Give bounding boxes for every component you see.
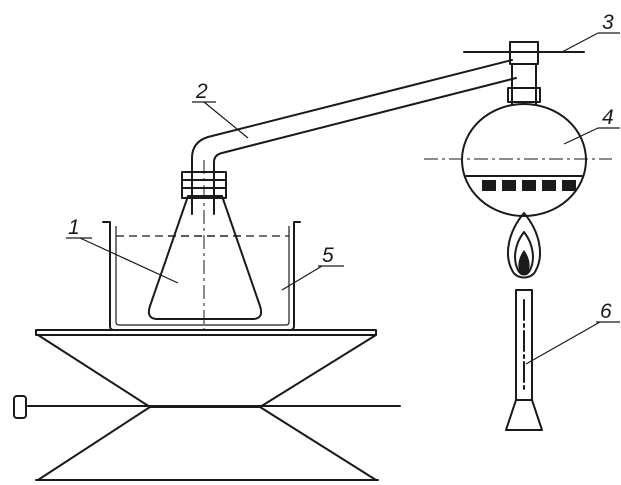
label-tube: 2 (195, 80, 208, 103)
leader-6 (525, 321, 601, 365)
flame-outer (507, 212, 541, 279)
bath-outer-wall (102, 221, 301, 331)
round-flask-body (461, 103, 587, 217)
label-stopper: 3 (602, 11, 614, 34)
burner-base (505, 399, 543, 431)
label-round-flask: 4 (602, 106, 614, 129)
leader-1 (79, 237, 179, 284)
leader-2 (203, 101, 249, 139)
jack-lower-right-arm (259, 406, 377, 481)
label-burner: 6 (600, 300, 612, 323)
bath-inner-wall (115, 226, 290, 326)
leader-3 (561, 32, 599, 53)
label-flask: 1 (68, 216, 80, 239)
leader-5 (281, 265, 323, 291)
flask-body (147, 195, 263, 320)
jack-upper-arms (37, 334, 377, 408)
band-block-3 (522, 180, 536, 191)
flame-core (518, 250, 530, 275)
round-flask (424, 41, 612, 217)
tube-inner-wall (213, 77, 517, 215)
lab-jack (13, 329, 401, 481)
label-bath: 5 (322, 244, 334, 267)
band-block-5 (562, 180, 576, 191)
callout-labels: 1 2 3 4 5 6 (68, 11, 614, 323)
band-block-2 (502, 180, 516, 191)
round-flask-neck (511, 63, 537, 105)
water-bath (102, 221, 301, 331)
jack-lower-left-arm (37, 406, 151, 481)
jack-knob[interactable] (13, 395, 27, 419)
gas-burner (505, 212, 543, 431)
leader-lines (66, 32, 620, 365)
connecting-tube (191, 59, 517, 215)
conical-flask (147, 160, 263, 335)
neck-joint (507, 87, 541, 103)
band-block-4 (542, 180, 556, 191)
tube-outer-wall (191, 59, 513, 215)
band-block-1 (482, 180, 496, 191)
leader-4 (563, 127, 599, 145)
